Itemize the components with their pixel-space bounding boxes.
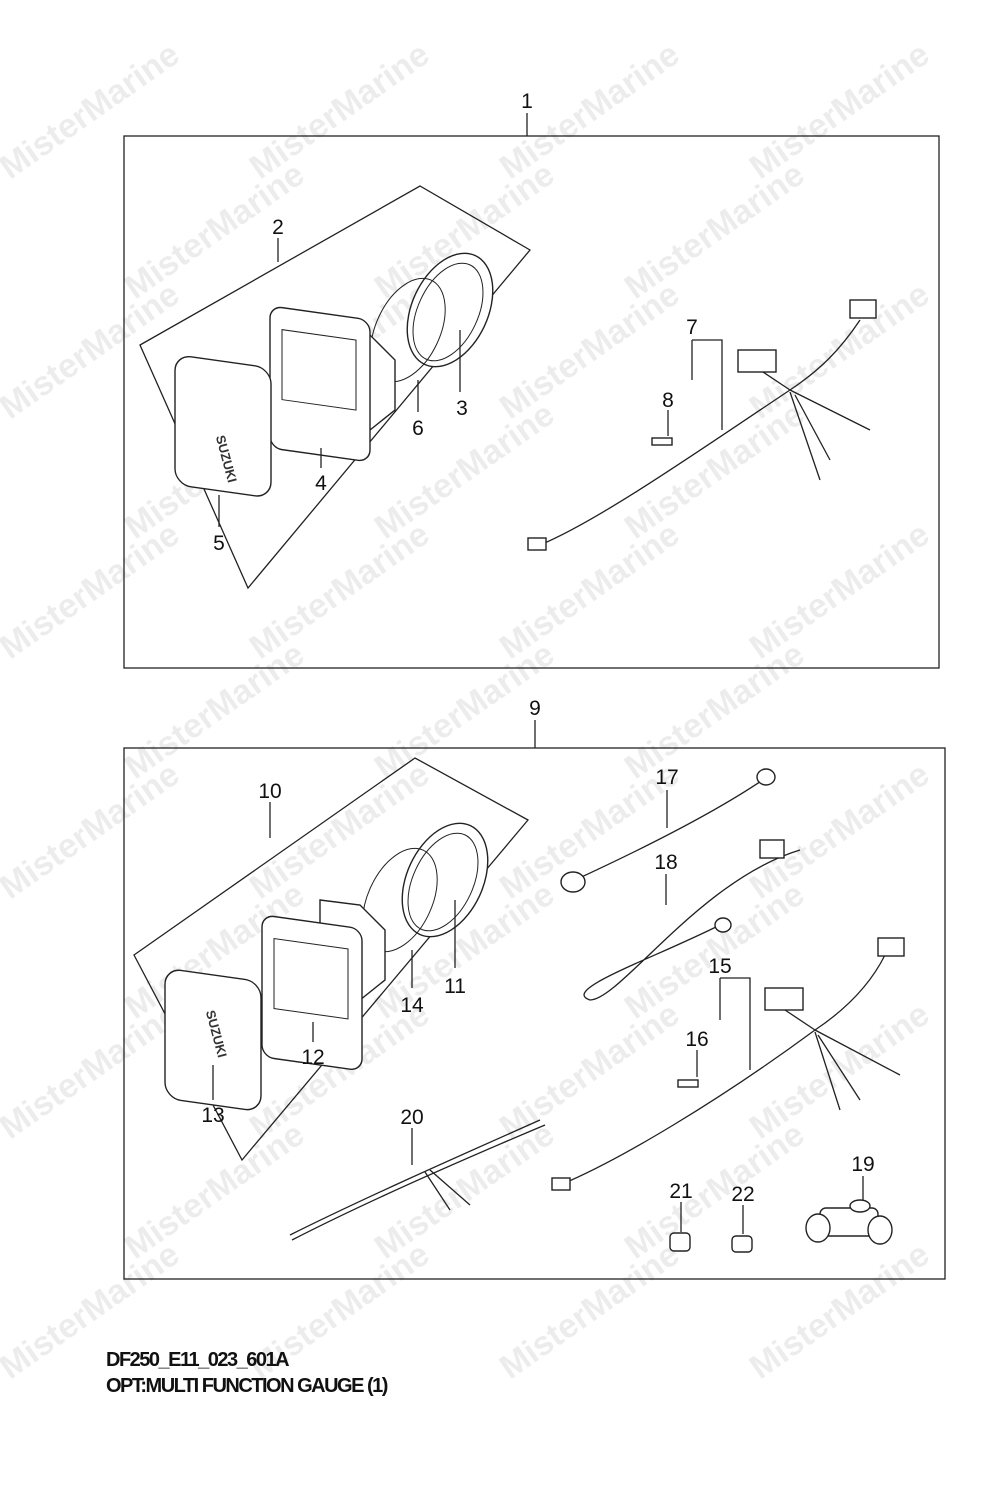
watermark-text: MisterMarine	[0, 515, 186, 666]
assembly-group-9: 9 10 11 14 12 SUZUKI 13 17 18	[123, 697, 946, 1280]
watermark-text: MisterMarine	[118, 635, 312, 786]
multi-function-gauge	[269, 306, 371, 462]
assembly-group-1: 1 2 3 6 4 SUZUKI 5 7 8	[123, 90, 940, 669]
callout-22[interactable]: 22	[731, 1183, 754, 1206]
callout-8[interactable]: 8	[662, 389, 674, 412]
watermark-text: MisterMarine	[743, 995, 937, 1146]
callout-1[interactable]: 1	[521, 90, 533, 113]
callout-9[interactable]: 9	[529, 697, 541, 720]
callout-14[interactable]: 14	[400, 994, 424, 1017]
callout-19[interactable]: 19	[851, 1153, 874, 1176]
watermark-text: MisterMarine	[743, 1235, 937, 1386]
callout-17[interactable]: 17	[655, 766, 678, 789]
gauge-cover-2	[164, 969, 262, 1111]
terminator-22	[731, 1235, 753, 1253]
multi-function-gauge-2	[261, 915, 363, 1071]
watermark-text: MisterMarine	[618, 1115, 812, 1266]
callout-10[interactable]: 10	[258, 780, 281, 803]
callout-6[interactable]: 6	[412, 417, 424, 440]
ring-nut-2	[401, 822, 489, 938]
callout-13[interactable]: 13	[201, 1104, 224, 1127]
group-1-frame	[123, 135, 940, 669]
gauge-kit-outline	[139, 185, 531, 590]
watermark-text: MisterMarine	[493, 515, 687, 666]
diagram-title: OPT:MULTI FUNCTION GAUGE (1)	[106, 1375, 388, 1397]
wire-harness	[539, 319, 861, 546]
screw	[651, 437, 673, 446]
watermark-text: MisterMarine	[493, 1235, 687, 1386]
callout-11[interactable]: 11	[444, 975, 466, 998]
watermark-text: MisterMarine	[618, 635, 812, 786]
watermark-text: MisterMarine	[243, 515, 437, 666]
callout-3[interactable]: 3	[456, 397, 468, 420]
ring-nut	[406, 252, 494, 368]
watermark-text: MisterMarine	[743, 35, 937, 186]
watermark-text: MisterMarine	[0, 755, 186, 906]
callout-18[interactable]: 18	[654, 851, 677, 874]
watermark-text: MisterMarine	[493, 995, 687, 1146]
extension-cable	[574, 774, 771, 881]
gauge-cover	[174, 355, 272, 497]
watermark-text: MisterMarine	[743, 515, 937, 666]
watermark-text: MisterMarine	[243, 35, 437, 186]
wire-harness-2	[559, 954, 886, 1186]
callout-2[interactable]: 2	[272, 216, 284, 239]
callout-20[interactable]: 20	[400, 1106, 423, 1129]
watermark-text: MisterMarine	[368, 1115, 562, 1266]
screw-2	[677, 1079, 699, 1088]
watermark-text: MisterMarine	[0, 995, 186, 1146]
callout-7[interactable]: 7	[686, 316, 698, 339]
callout-16[interactable]: 16	[685, 1028, 708, 1051]
watermark-text: MisterMarine	[618, 395, 812, 546]
watermark-text: MisterMarine	[618, 155, 812, 306]
power-cable	[583, 849, 801, 1001]
watermark-text: MisterMarine	[118, 1115, 312, 1266]
sensor-harness	[289, 1119, 541, 1236]
watermark-text: MisterMarine	[0, 35, 186, 186]
terminator-21	[669, 1232, 691, 1252]
callout-5[interactable]: 5	[213, 532, 225, 555]
watermark-text: MisterMarine	[493, 275, 687, 426]
callout-15[interactable]: 15	[708, 955, 731, 978]
callout-21[interactable]: 21	[669, 1180, 692, 1203]
callout-4[interactable]: 4	[315, 472, 327, 495]
callout-12[interactable]: 12	[301, 1046, 324, 1069]
watermark-text: MisterMarine	[0, 275, 186, 426]
diagram-code: DF250_E11_023_601A	[106, 1349, 290, 1371]
